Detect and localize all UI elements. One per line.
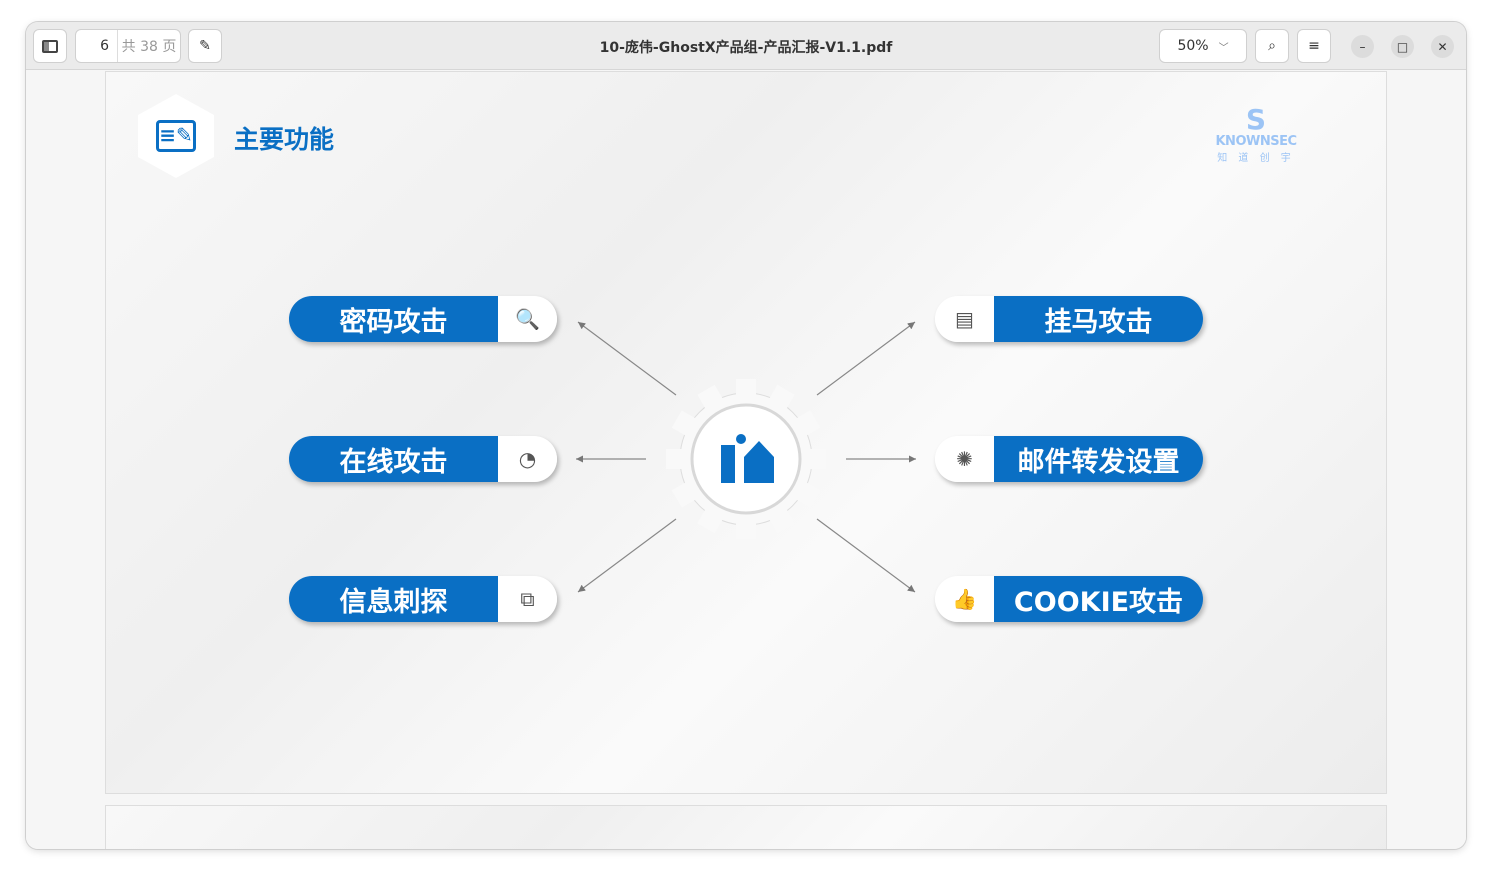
window-title: 10-庞伟-GhostX产品组-产品汇报-V1.1.pdf (599, 40, 893, 56)
search-button[interactable]: ⌕ (1255, 29, 1289, 63)
heading-hex-badge: ≡✎ (138, 94, 214, 178)
code-window-icon: ⧉ (498, 576, 557, 622)
feature-label: 在线攻击 (289, 436, 498, 482)
annotate-button[interactable]: ✎ (188, 29, 222, 63)
feature-cookie-attack[interactable]: 👍COOKIE攻击 (935, 576, 1203, 622)
page-total: 共 38 页 (121, 39, 177, 55)
feature-label: 挂马攻击 (994, 296, 1203, 342)
minimize-icon: – (1359, 39, 1366, 54)
gear-network-icon: ✺ (935, 436, 994, 482)
menu-button[interactable]: ≡ (1297, 29, 1331, 63)
feature-online-attack[interactable]: 在线攻击◔ (289, 436, 557, 482)
maximize-button[interactable]: □ (1391, 35, 1414, 58)
arrow (816, 321, 916, 396)
minimize-button[interactable]: – (1351, 35, 1374, 58)
pdf-viewer-window: 6 共 38 页 ✎ 10-庞伟-GhostX产品组-产品汇报-V1.1.pdf… (26, 22, 1466, 849)
page-navigator: 6 共 38 页 (75, 29, 181, 63)
pdf-page: ≡✎ 主要功能 S KNOWNSEC 知 道 创 宇 密码攻击🔍 在线 (106, 72, 1386, 793)
key-search-icon: 🔍 (498, 296, 557, 342)
document-view[interactable]: ≡✎ 主要功能 S KNOWNSEC 知 道 创 宇 密码攻击🔍 在线 (26, 70, 1466, 849)
zoom-value: 50% (1177, 38, 1209, 54)
logo-mark-icon: S (1245, 103, 1267, 136)
close-button[interactable]: ✕ (1431, 35, 1454, 58)
maximize-icon: □ (1396, 39, 1409, 54)
feature-trojan-attack[interactable]: ▤挂马攻击 (935, 296, 1203, 342)
zoom-select[interactable]: 50% ﹀ (1159, 29, 1247, 63)
knownsec-logo: S KNOWNSEC 知 道 创 宇 (1204, 103, 1308, 165)
chevron-down-icon: ﹀ (1218, 42, 1229, 54)
feature-label: 邮件转发设置 (994, 436, 1203, 482)
logo-subtext: 知 道 创 宇 (1217, 153, 1295, 164)
close-icon: ✕ (1437, 39, 1448, 54)
sidebar-toggle-button[interactable] (33, 29, 67, 63)
feature-label: COOKIE攻击 (994, 576, 1203, 622)
chart-circle-icon: ◔ (498, 436, 557, 482)
arrow (816, 518, 916, 593)
sidebar-icon (42, 39, 58, 53)
feature-label: 信息刺探 (289, 576, 498, 622)
arrow (577, 321, 677, 396)
slide-heading: 主要功能 (234, 125, 335, 154)
hamburger-icon: ≡ (1308, 38, 1320, 54)
logo-text: KNOWNSEC (1215, 134, 1297, 149)
next-pdf-page (106, 806, 1386, 849)
edit-document-icon: ≡✎ (156, 120, 196, 152)
person-mail-icon (721, 434, 774, 483)
pen-icon: ✎ (199, 38, 211, 54)
search-icon: ⌕ (1268, 38, 1276, 54)
feature-password-attack[interactable]: 密码攻击🔍 (289, 296, 557, 342)
thumbs-up-icon: 👍 (935, 576, 994, 622)
feature-label: 密码攻击 (289, 296, 498, 342)
page-number-input[interactable]: 6 (76, 30, 118, 62)
browser-edit-icon: ▤ (935, 296, 994, 342)
feature-info-probe[interactable]: 信息刺探⧉ (289, 576, 557, 622)
feature-mail-forward[interactable]: ✺邮件转发设置 (935, 436, 1203, 482)
connector-arrows (576, 321, 916, 593)
titlebar: 6 共 38 页 ✎ 10-庞伟-GhostX产品组-产品汇报-V1.1.pdf… (26, 22, 1466, 70)
arrow (577, 518, 677, 593)
